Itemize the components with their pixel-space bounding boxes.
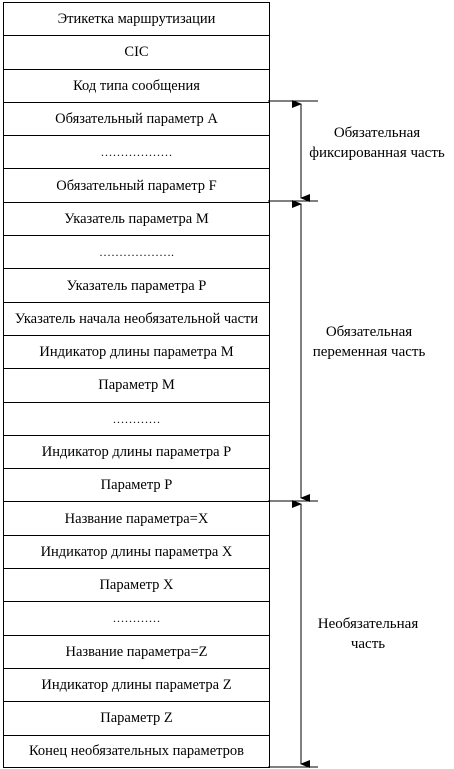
row-param-m: Параметр M	[4, 368, 269, 401]
label-fixed-part: Обязательная фиксированная часть	[302, 123, 452, 163]
row-length-indicator-x: Индикатор длины параметра X	[4, 534, 269, 568]
label-optional-line2: часть	[350, 636, 386, 652]
row-length-indicator-m: Индикатор длины параметра M	[4, 334, 269, 368]
label-variable-line2: переменная часть	[312, 344, 426, 360]
row-ellipsis: ……………….	[4, 235, 269, 268]
row-param-name-x: Название параметра=X	[4, 501, 269, 534]
row-param-p: Параметр P	[4, 468, 269, 501]
row-mandatory-param-f: Обязательный параметр F	[4, 168, 269, 201]
row-param-x: Параметр X	[4, 568, 269, 601]
row-ellipsis: …………	[4, 401, 269, 435]
row-routing-label: Этикетка маршрутизации	[4, 2, 269, 35]
row-pointer-param-p: Указатель параметра P	[4, 268, 269, 301]
row-end-optional-params: Конец необязательных параметров	[4, 734, 269, 768]
label-variable-part: Обязательная переменная часть	[294, 322, 444, 362]
message-format-table: Этикетка маршрутизации CIC Код типа сооб…	[3, 2, 270, 768]
row-length-indicator-z: Индикатор длины параметра Z	[4, 667, 269, 701]
row-pointer-optional-start: Указатель начала необязательной части	[4, 301, 269, 335]
label-optional-part: Необязательная часть	[293, 614, 443, 654]
label-fixed-line1: Обязательная	[333, 125, 421, 141]
row-ellipsis: …………	[4, 601, 269, 634]
row-param-z: Параметр Z	[4, 701, 269, 734]
label-optional-line1: Необязательная	[317, 616, 419, 632]
row-length-indicator-p: Индикатор длины параметра P	[4, 434, 269, 468]
row-ellipsis: ………………	[4, 135, 269, 168]
label-fixed-line2: фиксированная часть	[309, 145, 445, 161]
row-pointer-param-m: Указатель параметра M	[4, 201, 269, 235]
row-message-type-code: Код типа сообщения	[4, 68, 269, 102]
row-param-name-z: Название параметра=Z	[4, 634, 269, 668]
row-mandatory-param-a: Обязательный параметр A	[4, 101, 269, 135]
label-variable-line1: Обязательная	[325, 324, 413, 340]
row-cic: CIC	[4, 35, 269, 68]
